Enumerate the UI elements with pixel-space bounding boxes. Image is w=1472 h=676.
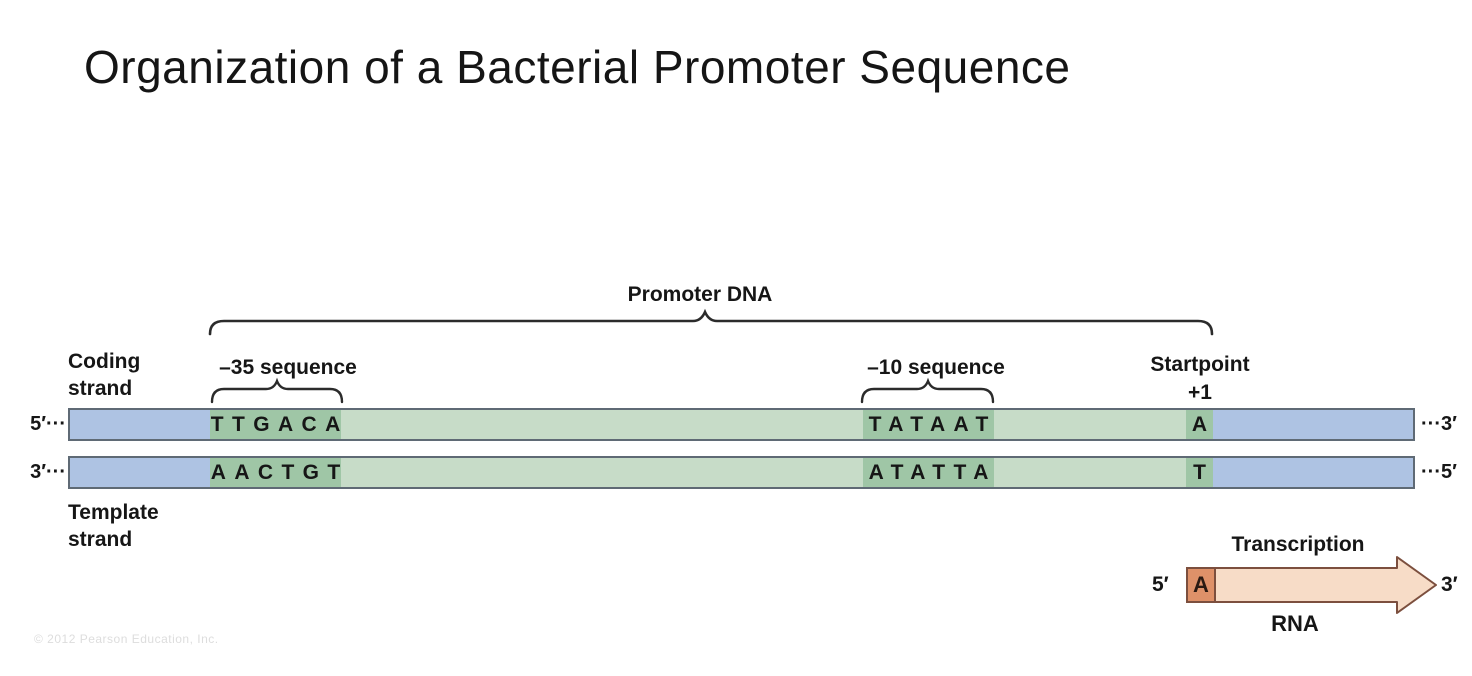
minus10-box-coding: TATAAT [863, 410, 994, 439]
coding-strand-3prime: ···3′ [1421, 413, 1457, 435]
transcription-label: Transcription [1231, 533, 1365, 556]
rna-5prime: 5′ [1152, 573, 1169, 596]
startpoint-label: Startpoint [1150, 353, 1250, 376]
template-strand-bar: AACTGT ATATTA T [68, 456, 1415, 489]
minus10-label: –10 sequence [867, 356, 1005, 379]
template-strand-5prime: ···5′ [1421, 461, 1457, 483]
startpoint-base-template: T [1193, 460, 1206, 484]
template-strand-label: Template strand [68, 501, 159, 551]
minus35-box-template: AACTGT [210, 458, 341, 487]
rna-arrow [1186, 556, 1437, 614]
minus10-brace [860, 377, 995, 404]
startpoint-box-template: T [1186, 458, 1213, 487]
coding-strand-label: Coding strand [68, 350, 141, 400]
rna-3prime: 3′ [1441, 573, 1458, 596]
minus35-seq-coding: TTGACA [210, 412, 349, 436]
template-strand-3prime: 3′··· [30, 461, 66, 483]
rna-label: RNA [1271, 611, 1319, 636]
minus10-box-template: ATATTA [863, 458, 994, 487]
minus10-seq-coding: TATAAT [868, 412, 997, 436]
promoter-dna-label: Promoter DNA [627, 283, 773, 306]
promoter-region-bottom [210, 458, 1213, 487]
minus35-seq-template: AACTGT [210, 460, 349, 484]
figure-title: Organization of a Bacterial Promoter Seq… [84, 41, 1071, 93]
minus35-label: –35 sequence [219, 356, 357, 379]
promoter-region-top [210, 410, 1213, 439]
startpoint-base-coding: A [1191, 412, 1208, 436]
minus10-seq-template: ATATTA [868, 460, 997, 484]
coding-strand-5prime: 5′··· [30, 413, 66, 435]
promoter-dna-brace [208, 308, 1214, 336]
rna-first-base: A [1193, 572, 1209, 597]
coding-strand-bar: TTGACA TATAAT A [68, 408, 1415, 441]
minus35-brace [210, 377, 344, 404]
copyright-text: © 2012 Pearson Education, Inc. [34, 632, 219, 646]
startpoint-box-coding: A [1186, 410, 1213, 439]
minus35-box-coding: TTGACA [210, 410, 341, 439]
plus-one-label: +1 [1188, 381, 1212, 404]
